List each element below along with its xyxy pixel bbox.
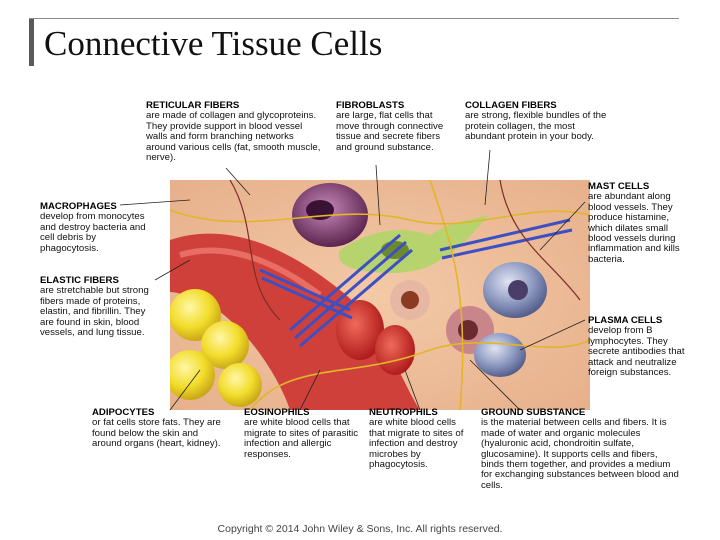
mast-cell-nucleus [508, 280, 528, 300]
label-elastic-fibers: ELASTIC FIBERS are stretchable but stron… [40, 275, 160, 339]
label-collagen-fibers: COLLAGEN FIBERS are strong, flexible bun… [465, 100, 613, 143]
label-heading: MAST CELLS [588, 181, 650, 192]
label-body: are stretchable but strong fibers made o… [40, 285, 149, 339]
blood-vessel-highlight [179, 247, 322, 298]
title-rule [29, 18, 679, 19]
plasma-cell [474, 333, 526, 377]
label-fibroblasts: FIBROBLASTS are large, flat cells that m… [336, 100, 454, 153]
slide-title: Connective Tissue Cells [44, 24, 383, 63]
label-heading: GROUND SUBSTANCE [481, 407, 586, 418]
neutrophil-nucleus [458, 320, 478, 340]
label-body: are strong, flexible bundles of the prot… [465, 110, 607, 143]
label-body: are white blood cells that migrate to si… [369, 417, 464, 471]
blood-vessel [170, 233, 420, 410]
label-body: are abundant along blood vessels. They p… [588, 191, 680, 265]
label-body: or fat cells store fats. They are found … [92, 417, 221, 450]
label-heading: EOSINOPHILS [244, 407, 310, 418]
label-body: are white blood cells that migrate to si… [244, 417, 359, 460]
copyright-notice: Copyright © 2014 John Wiley & Sons, Inc.… [217, 523, 503, 535]
connective-tissue-illustration [170, 180, 590, 410]
label-heading: MACROPHAGES [40, 201, 117, 212]
label-heading: FIBROBLASTS [336, 100, 405, 111]
label-eosinophils: EOSINOPHILS are white blood cells that m… [244, 407, 364, 460]
eosinophil-nucleus [401, 291, 419, 309]
label-ground-substance: GROUND SUBSTANCE is the material between… [481, 407, 681, 491]
label-heading: COLLAGEN FIBERS [465, 100, 557, 111]
label-heading: NEUTROPHILS [369, 407, 438, 418]
label-heading: RETICULAR FIBERS [146, 100, 240, 111]
adipocyte [201, 321, 249, 369]
label-neutrophils: NEUTROPHILS are white blood cells that m… [369, 407, 473, 471]
fibroblast [338, 215, 490, 273]
label-mast-cells: MAST CELLS are abundant along blood vess… [588, 181, 688, 265]
label-heading: ADIPOCYTES [92, 407, 155, 418]
reticular-fibers [229, 180, 581, 321]
label-body: are large, flat cells that move through … [336, 110, 444, 153]
label-reticular-fibers: RETICULAR FIBERS are made of collagen an… [146, 100, 326, 164]
title-accent-bar [29, 18, 34, 66]
adipocyte [218, 363, 262, 407]
label-adipocytes: ADIPOCYTES or fat cells store fats. They… [92, 407, 230, 450]
label-macrophages: MACROPHAGES develop from monocytes and d… [40, 201, 148, 254]
label-heading: ELASTIC FIBERS [40, 275, 119, 286]
label-body: is the material between cells and fibers… [481, 417, 679, 491]
label-body: are made of collagen and glycoproteins. … [146, 110, 321, 164]
label-body: develop from B lymphocytes. They secrete… [588, 325, 685, 379]
label-heading: PLASMA CELLS [588, 315, 663, 326]
red-blood-cell [375, 325, 415, 375]
label-body: develop from monocytes and destroy bacte… [40, 211, 146, 254]
label-plasma-cells: PLASMA CELLS develop from B lymphocytes.… [588, 315, 686, 379]
